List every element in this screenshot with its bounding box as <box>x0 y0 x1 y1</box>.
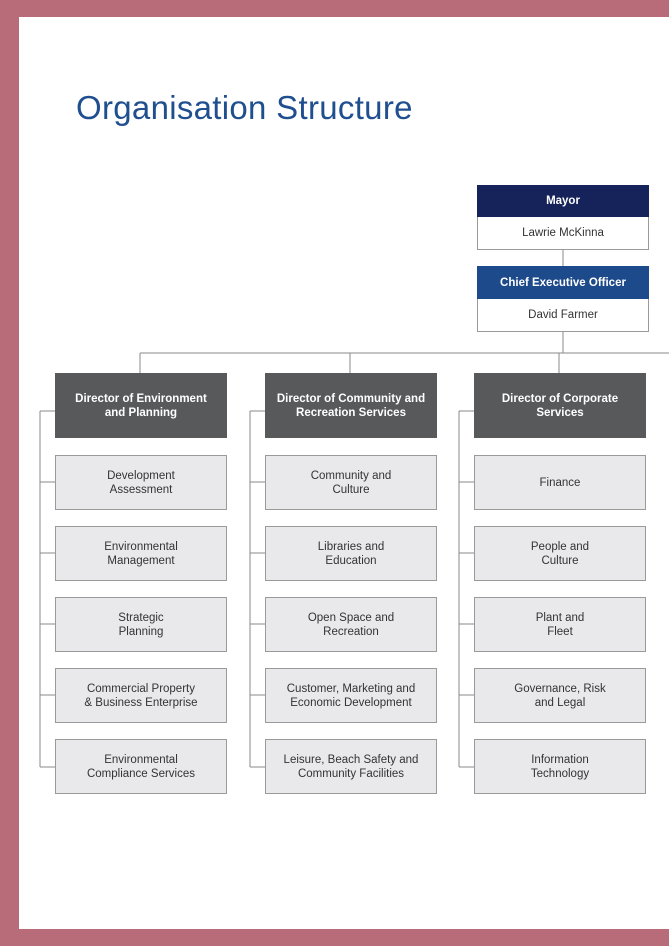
unit-libraries-education: Libraries and Education <box>265 526 437 581</box>
unit-finance: Finance <box>474 455 646 510</box>
unit-information-technology: Information Technology <box>474 739 646 794</box>
ceo-title: Chief Executive Officer <box>477 266 649 299</box>
page-title: Organisation Structure <box>76 89 413 126</box>
unit-community-culture: Community and Culture <box>265 455 437 510</box>
director-community-recreation: Director of Community and Recreation Ser… <box>265 373 437 438</box>
unit-plant-fleet: Plant and Fleet <box>474 597 646 652</box>
ceo-name: David Farmer <box>477 299 649 332</box>
unit-commercial-property: Commercial Property & Business Enterpris… <box>55 668 227 723</box>
connector-lines <box>39 249 669 768</box>
director-corporate-services: Director of Corporate Services <box>474 373 646 438</box>
unit-environmental-management: Environmental Management <box>55 526 227 581</box>
page: Organisation Structure <box>19 17 669 929</box>
unit-people-culture: People and Culture <box>474 526 646 581</box>
unit-development-assessment: Development Assessment <box>55 455 227 510</box>
unit-customer-marketing: Customer, Marketing and Economic Develop… <box>265 668 437 723</box>
unit-strategic-planning: Strategic Planning <box>55 597 227 652</box>
unit-governance-risk-legal: Governance, Risk and Legal <box>474 668 646 723</box>
mayor-name: Lawrie McKinna <box>477 217 649 250</box>
mayor-title: Mayor <box>477 185 649 217</box>
director-environment-planning: Director of Environment and Planning <box>55 373 227 438</box>
unit-leisure-beach-safety: Leisure, Beach Safety and Community Faci… <box>265 739 437 794</box>
unit-environmental-compliance: Environmental Compliance Services <box>55 739 227 794</box>
unit-open-space-recreation: Open Space and Recreation <box>265 597 437 652</box>
